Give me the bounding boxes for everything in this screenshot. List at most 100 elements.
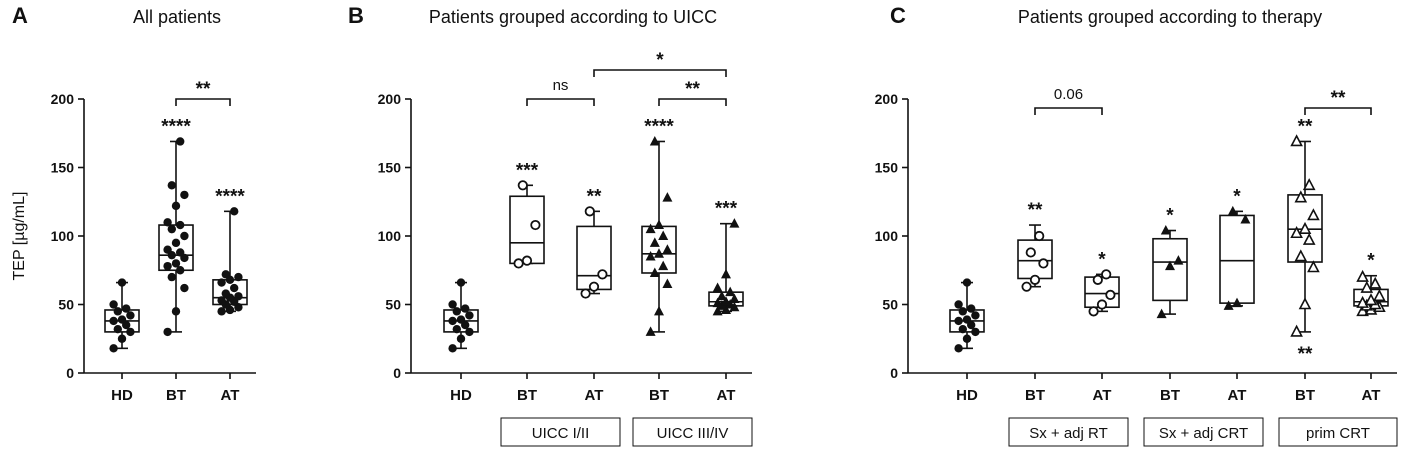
data-point: [126, 327, 135, 337]
data-point: [654, 305, 664, 316]
group-label-box: [1143, 417, 1264, 447]
box-at: *: [1219, 186, 1255, 310]
data-point: [167, 181, 176, 190]
data-point: [448, 344, 457, 353]
x-tick-label: BT: [649, 387, 669, 404]
data-point: [1038, 258, 1049, 269]
data-point: [180, 231, 189, 241]
data-point: [163, 327, 172, 337]
chart-title: Patients grouped according to therapy: [1018, 7, 1322, 27]
data-point: [962, 334, 972, 343]
data-point: [1356, 269, 1369, 282]
data-point: [1302, 178, 1316, 191]
panel-letter: C: [890, 3, 906, 28]
group-label: Sx + adj RT: [1029, 425, 1108, 442]
data-point: [221, 270, 230, 279]
data-point: [461, 304, 470, 313]
comparison-bracket: [526, 98, 595, 106]
box-at: ***: [708, 199, 744, 316]
comparison-label: *: [656, 50, 664, 71]
box-hd: [443, 278, 479, 353]
data-point: [465, 311, 474, 320]
significance-stars: *: [1098, 249, 1106, 270]
y-tick-label: 100: [378, 228, 402, 244]
data-point: [1021, 281, 1032, 292]
data-point: [109, 344, 118, 353]
y-tick-label: 150: [51, 160, 75, 176]
box-at: *: [1084, 249, 1120, 317]
data-point: [654, 248, 664, 258]
data-point: [167, 272, 176, 282]
box-at: *: [1353, 251, 1389, 317]
x-tick-label: HD: [956, 387, 978, 404]
data-point: [971, 327, 980, 337]
group-label-box: [500, 417, 621, 447]
data-point: [584, 206, 595, 217]
data-point: [1368, 276, 1382, 289]
comparison-bracket: [1304, 107, 1372, 115]
y-tick-label: 0: [890, 365, 898, 381]
x-tick-label: AT: [1228, 387, 1247, 404]
data-point: [1364, 293, 1378, 306]
data-point: [176, 248, 185, 257]
data-point: [126, 311, 135, 320]
data-point: [1240, 214, 1251, 224]
data-point: [1105, 289, 1116, 301]
panel-letter: A: [12, 3, 28, 28]
comparison-bracket: [593, 69, 727, 77]
data-point: [1160, 225, 1171, 235]
box-hd: [949, 278, 985, 353]
data-point: [1025, 247, 1036, 258]
comparison-label: **: [1331, 88, 1346, 109]
comparison-label: **: [685, 79, 700, 100]
data-point: [1307, 208, 1320, 221]
x-tick-label: BT: [1295, 387, 1315, 404]
data-point: [176, 220, 185, 230]
data-point: [580, 288, 591, 299]
data-point: [725, 299, 736, 309]
significance-stars: ****: [161, 116, 191, 137]
data-point: [109, 300, 118, 309]
data-point: [971, 311, 980, 320]
y-tick-label: 200: [875, 91, 899, 107]
data-point: [452, 307, 461, 316]
chart-title: All patients: [133, 7, 221, 27]
data-point: [662, 244, 673, 254]
group-label: UICC III/IV: [657, 425, 729, 442]
data-point: [725, 286, 736, 297]
box-bt: *: [1152, 206, 1188, 319]
data-point: [712, 305, 723, 316]
y-tick-label: 200: [51, 91, 75, 107]
y-tick-label: 150: [875, 160, 899, 176]
comparison-bracket: [1034, 107, 1103, 115]
box: [1219, 214, 1255, 304]
data-point: [234, 292, 243, 301]
data-point: [109, 316, 118, 326]
y-tick-label: 100: [875, 228, 899, 244]
data-point: [588, 281, 600, 292]
data-point: [954, 344, 963, 353]
data-point: [645, 223, 656, 234]
box-bt: ****: [1287, 116, 1323, 365]
x-tick-label: AT: [1362, 387, 1381, 404]
x-tick-label: AT: [1093, 387, 1112, 404]
data-point: [729, 218, 740, 228]
y-tick-label: 50: [58, 297, 74, 313]
data-point: [521, 255, 533, 266]
data-point: [1307, 260, 1320, 273]
y-axis-label: TEP [µg/mL]: [11, 192, 28, 281]
data-point: [1096, 299, 1108, 310]
significance-stars: ****: [644, 116, 674, 137]
box-bt: ****: [641, 116, 677, 336]
data-point: [721, 296, 731, 306]
data-point: [122, 304, 131, 313]
data-point: [597, 269, 608, 280]
comparison-label: 0.06: [1054, 86, 1083, 103]
data-point: [1373, 289, 1386, 302]
data-point: [176, 266, 185, 275]
data-point: [1232, 297, 1242, 308]
data-point: [234, 272, 243, 282]
data-point: [1088, 306, 1099, 317]
data-point: [171, 307, 181, 316]
data-point: [1156, 308, 1167, 319]
